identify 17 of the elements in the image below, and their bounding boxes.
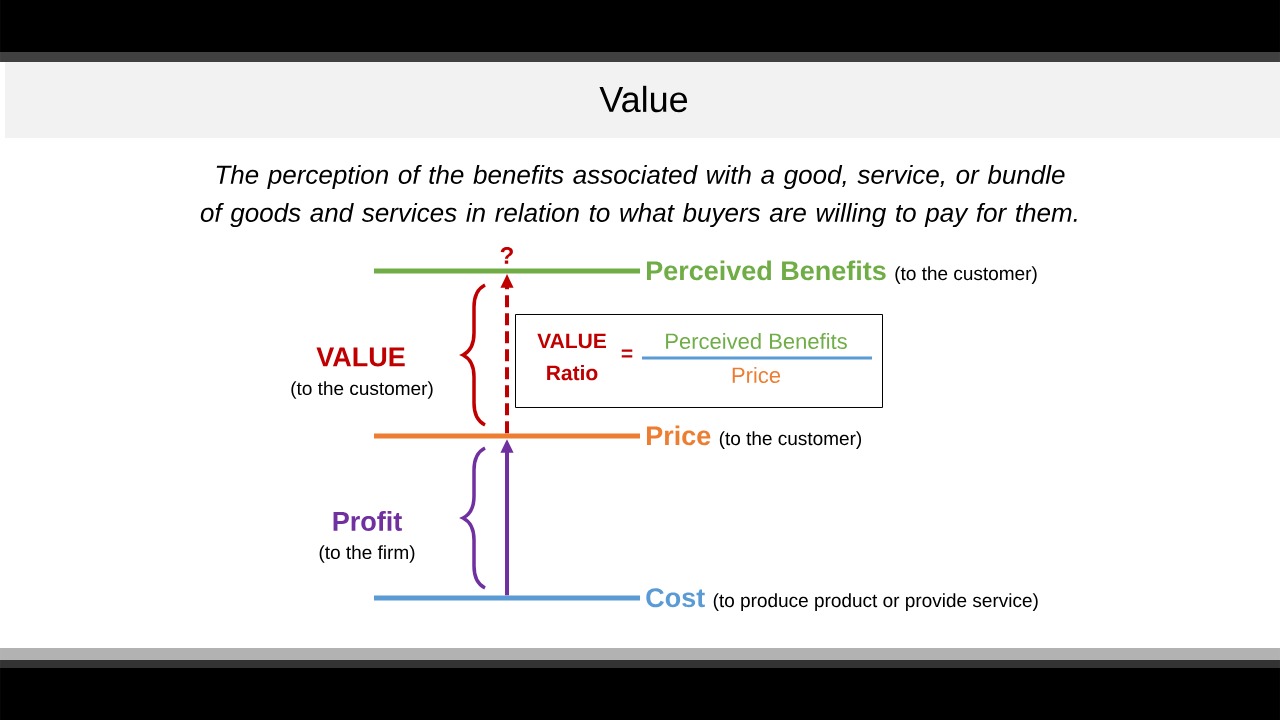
level-label: Cost: [646, 588, 705, 608]
numerator: Perceived Benefits: [666, 332, 847, 350]
edge-label: ?: [500, 247, 513, 264]
note-text: (to the firm): [319, 545, 415, 563]
brace-label: VALUE: [316, 347, 405, 367]
brace-label: Profit: [333, 511, 402, 531]
definition-text: The perception of the benefits associated with a good, service, or bundle of goods and services in relation to what buyers are willing to pay for them.: [200, 164, 1077, 228]
level-label: Perceived Benefits: [647, 260, 886, 281]
level-label: Price: [647, 425, 711, 446]
title-bar: Value: [5, 62, 1280, 138]
ratio-label: VALUE Ratio: [537, 333, 606, 381]
denominator: Price: [732, 366, 781, 384]
equals-sign: =: [621, 349, 633, 358]
note-text: (to the customer): [291, 381, 433, 399]
note-text: (to produce product or provide service): [713, 593, 1038, 611]
note-text: (to the customer): [719, 431, 862, 449]
note-text: (to the customer): [895, 266, 1037, 284]
